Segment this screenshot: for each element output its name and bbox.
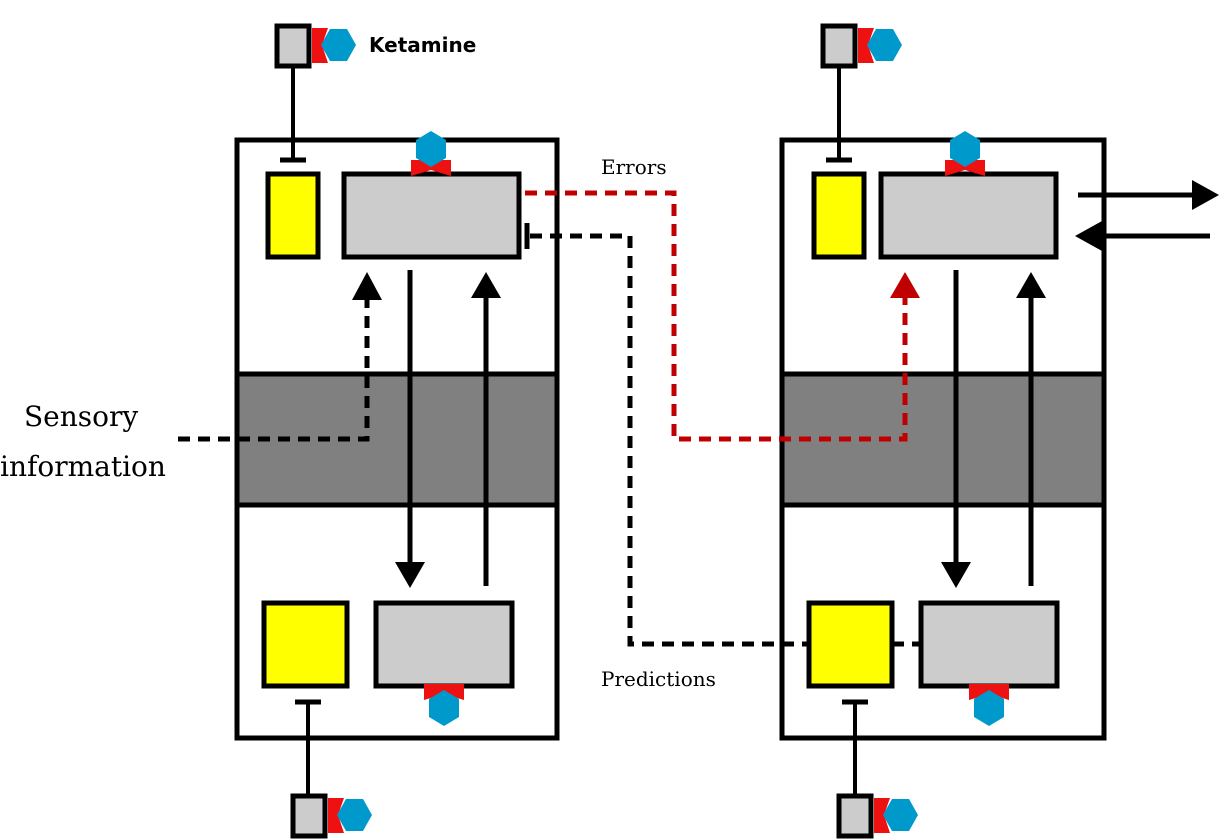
right-bottom-ketamine-receptor-icon xyxy=(874,798,918,833)
right-top-yellow-cell xyxy=(811,171,867,260)
right-bottom-yellow-cell xyxy=(806,600,895,689)
left-up-arrow-head xyxy=(471,272,501,298)
right-bottom-neuron-square xyxy=(836,793,874,839)
left-bottom-ketamine-receptor-icon xyxy=(328,798,372,833)
left-bottom-yellow-cell xyxy=(261,600,350,689)
right-top-grey-cell xyxy=(878,171,1059,260)
left-bottom-neuron-square xyxy=(290,793,328,839)
left-top-neuron-square xyxy=(274,23,312,69)
ketamine-label: Ketamine xyxy=(369,33,476,57)
errors-label: Errors xyxy=(601,155,667,179)
right-middle-band xyxy=(779,371,1107,508)
left-middle-band xyxy=(234,371,560,508)
sensory-input-arrow-head xyxy=(352,272,382,300)
right-top-receptor-icon xyxy=(945,131,985,176)
left-top-receptor-icon xyxy=(411,131,451,176)
right-bottom-grey-cell xyxy=(918,600,1060,689)
sensory-label-line1: Sensory xyxy=(24,400,138,433)
left-bottom-grey-cell xyxy=(373,600,515,689)
error-signal-arrow-head xyxy=(890,272,920,298)
right-outgoing-arrow-head xyxy=(1192,180,1219,210)
sensory-input-path xyxy=(178,300,370,442)
right-bottom-receptor-icon xyxy=(969,684,1009,726)
left-column xyxy=(234,23,560,839)
right-down-arrow-head xyxy=(941,562,971,588)
right-column xyxy=(779,23,1219,839)
right-top-neuron-square xyxy=(820,23,858,69)
right-incoming-arrow-head xyxy=(1075,221,1102,251)
predictions-label: Predictions xyxy=(601,667,716,691)
right-up-arrow-head xyxy=(1016,272,1046,298)
left-bottom-receptor-icon xyxy=(424,684,464,726)
left-down-arrow-head xyxy=(395,562,425,588)
prediction-signal-path xyxy=(530,233,808,647)
left-top-grey-cell xyxy=(341,171,522,260)
sensory-label-line2: information xyxy=(0,450,166,483)
right-top-ketamine-receptor-icon xyxy=(858,28,902,63)
left-top-yellow-cell xyxy=(265,171,321,260)
left-top-ketamine-receptor-icon xyxy=(312,28,356,63)
